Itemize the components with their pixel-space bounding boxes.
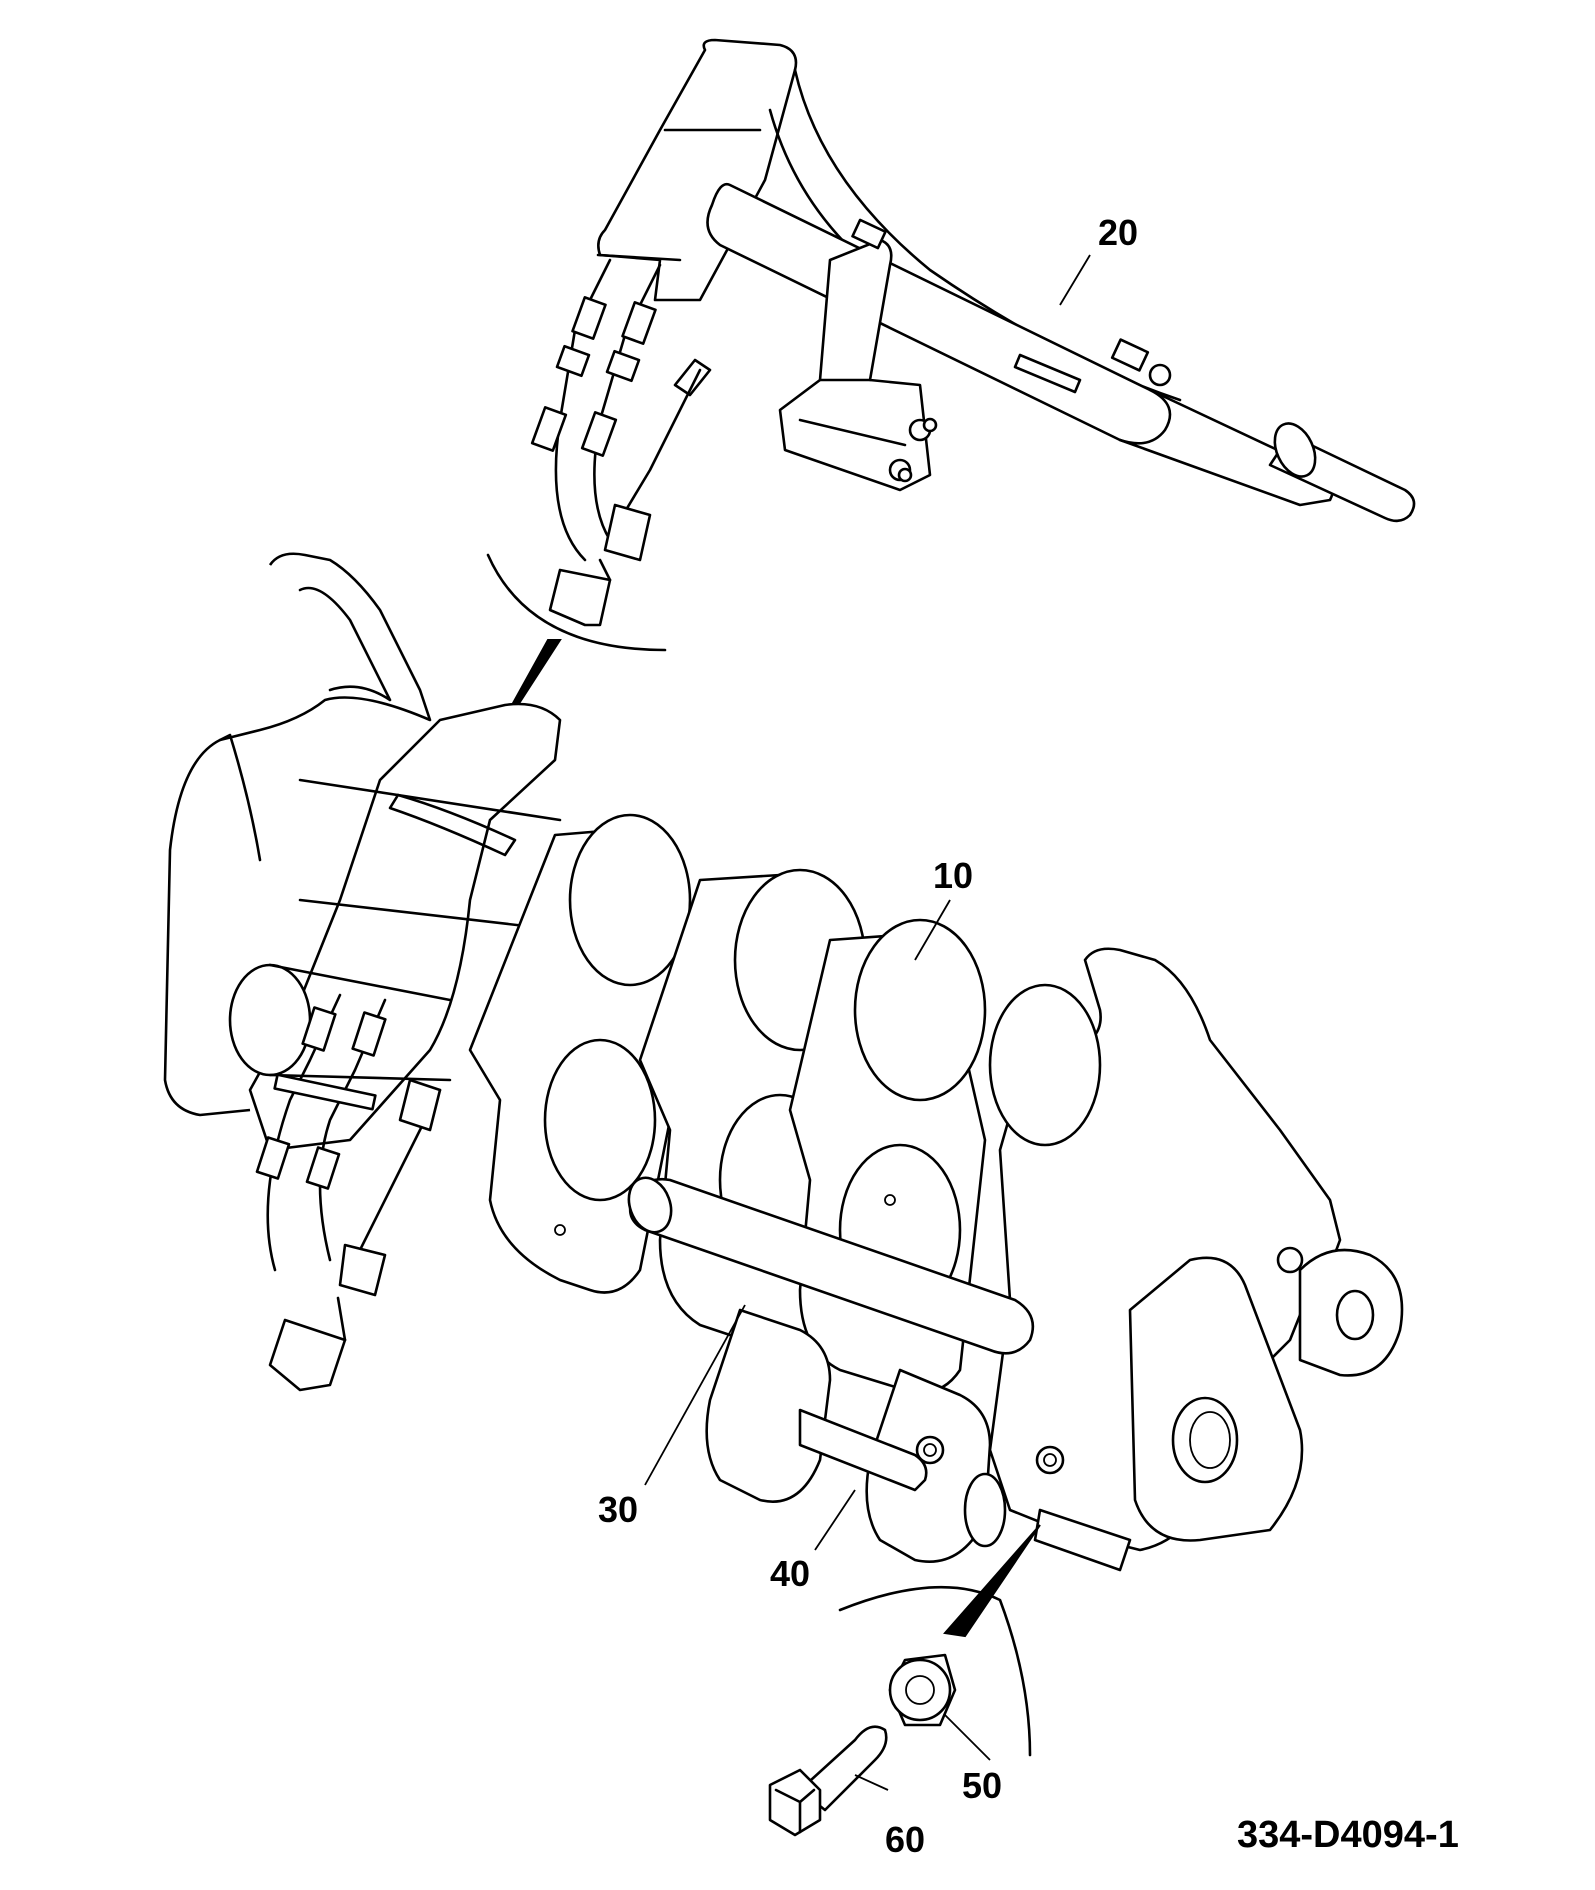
callout-30: 30: [598, 1489, 638, 1530]
hydraulic-cylinder-assembly: [486, 38, 1416, 652]
lower-hose-set: [255, 993, 442, 1392]
drawing-reference: 334-D4094-1: [1237, 1814, 1459, 1856]
callout-10: 10: [933, 855, 973, 896]
callout-40: 40: [770, 1553, 810, 1594]
quickhitch-frame: [163, 552, 1404, 1572]
callout-60: 60: [885, 1819, 925, 1860]
fastener-detail: [768, 1585, 1032, 1837]
callout-20: 20: [1098, 212, 1138, 253]
callout-leaders: [644, 254, 1091, 1791]
callout-50: 50: [962, 1765, 1002, 1806]
detail-pointer-lower: [943, 1524, 1041, 1638]
